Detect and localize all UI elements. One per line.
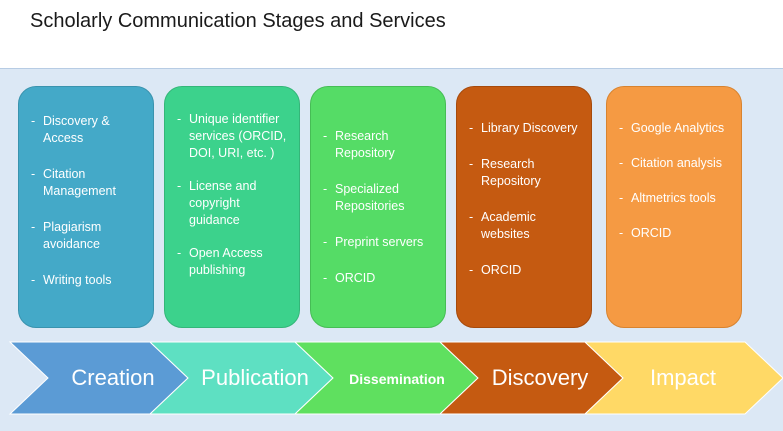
dissemination-label: Dissemination xyxy=(349,371,445,387)
service-item: Writing tools xyxy=(25,272,143,289)
service-item: Academic websites xyxy=(463,209,581,243)
creation-label: Creation xyxy=(71,365,154,390)
service-item: Open Access publishing xyxy=(171,245,289,279)
service-item: License and copyright guidance xyxy=(171,178,289,229)
service-item: Research Repository xyxy=(463,156,581,190)
service-item: ORCID xyxy=(463,262,581,279)
stage-arrows: Creation Publication Dissemination Disco… xyxy=(8,341,783,415)
impact-label: Impact xyxy=(650,365,716,390)
service-item: Preprint servers xyxy=(317,234,435,251)
creation-services-box: Discovery & Access Citation Management P… xyxy=(18,86,154,328)
discovery-label: Discovery xyxy=(492,365,589,390)
publication-services-box: Unique identifier services (ORCID, DOI, … xyxy=(164,86,300,328)
publication-label: Publication xyxy=(201,365,309,390)
service-item: Google Analytics xyxy=(613,120,731,137)
service-item: Citation analysis xyxy=(613,155,731,172)
service-item: Citation Management xyxy=(25,166,143,200)
service-item: Unique identifier services (ORCID, DOI, … xyxy=(171,111,289,162)
service-item: Plagiarism avoidance xyxy=(25,219,143,253)
service-item: Research Repository xyxy=(317,128,435,162)
service-item: Discovery & Access xyxy=(25,113,143,147)
page-title: Scholarly Communication Stages and Servi… xyxy=(30,10,446,32)
service-item: ORCID xyxy=(317,270,435,287)
service-item: Specialized Repositories xyxy=(317,181,435,215)
discovery-services-box: Library Discovery Research Repository Ac… xyxy=(456,86,592,328)
dissemination-services-box: Research Repository Specialized Reposito… xyxy=(310,86,446,328)
impact-services-box: Google Analytics Citation analysis Altme… xyxy=(606,86,742,328)
service-item: Library Discovery xyxy=(463,120,581,137)
service-item: ORCID xyxy=(613,225,731,242)
service-item: Altmetrics tools xyxy=(613,190,731,207)
impact-chevron xyxy=(583,341,783,415)
